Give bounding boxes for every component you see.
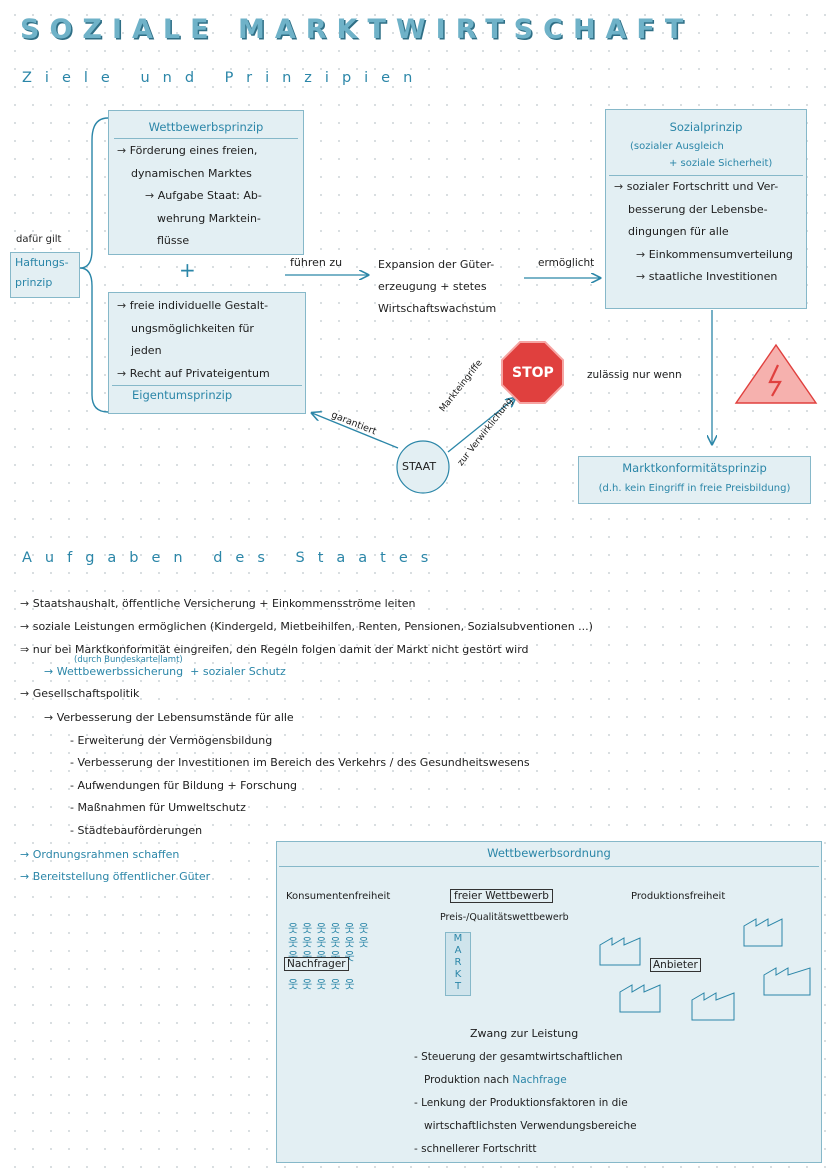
expansion-text: Expansion der Güter- erzeugung + stetes … [378,254,496,320]
gesellschaftspolitik: Gesellschaftspolitik [32,687,140,700]
bereitstellung-item: Bereitstellung öffentlicher Güter [32,870,211,883]
wo-point: Produktion nach [424,1074,510,1086]
haftung-line: prinzip [15,276,53,289]
ermoeglicht-label: ermöglicht [538,257,595,269]
sozialprinzip-sub: + soziale Sicherheit) [609,152,803,176]
wo-point: Lenkung der Produktionsfaktoren in die [421,1097,628,1109]
wettbewerbssicherung: Wettbewerbssicherung [56,665,184,678]
nachfrager-label: Nachfrager [284,957,349,971]
sozialer-schutz: + sozialer Schutz [190,665,286,678]
stop-label: STOP [512,365,554,381]
wettbewerbsprinzip-box: Wettbewerbsprinzip → Förderung eines fre… [108,110,304,255]
aufgabe-item: Staatshaushalt, öffentliche Versicherung… [32,597,416,610]
wettbewerbsprinzip-title: Wettbewerbsprinzip [114,111,298,139]
expansion-line: Wirtschaftswachstum [378,302,497,315]
fuehren-zu-label: führen zu [290,256,343,269]
freier-wettbewerb-label: freier Wettbewerb [450,889,553,903]
zwang-label: Zwang zur Leistung [470,1027,579,1040]
wettbewerb-line: flüsse [157,234,190,247]
sub-item: Erweiterung der Vermögensbildung [77,734,273,747]
sozial-line: sozialer Fortschritt und Ver- [626,180,779,193]
preis-qualitaet-label: Preis-/Qualitätswettbewerb [440,912,569,923]
dafuer-gilt-label: dafür gilt [16,234,62,245]
sub-item: Maßnahmen für Umweltschutz [77,801,246,814]
wo-point: Steuerung der gesamtwirtschaftlichen [421,1051,623,1063]
sub-item: Städtebauförderungen [77,824,203,837]
marktkonformitaet-sub: (d.h. kein Eingriff in freie Preisbildun… [598,483,791,494]
section-title-aufgaben: Aufgaben des Staates [22,550,442,566]
eigentum-line: freie individuelle Gestalt- [129,299,269,312]
expansion-line: erzeugung + stetes [378,280,487,293]
zulaessig-label: zulässig nur wenn [587,369,682,381]
haftungsprinzip-box: Haftungs- prinzip [10,252,80,298]
ordnungsrahmen-item: Ordnungsrahmen schaffen [32,848,180,861]
sozialprinzip-title: Sozialprinzip [669,120,743,134]
wettbewerb-line: Aufgabe Staat: Ab- [157,189,262,202]
produktionsfreiheit-label: Produktionsfreiheit [631,891,726,902]
sozial-line: Einkommensumverteilung [648,247,793,261]
anbieter-label: Anbieter [650,958,701,972]
sozialprinzip-box: Sozialprinzip (sozialer Ausgleich + sozi… [605,109,807,309]
plus-sign: + [179,258,196,282]
sozialprinzip-sub: (sozialer Ausgleich [630,141,724,152]
stop-sign-icon [501,341,564,404]
wettbewerb-line: dynamischen Marktes [131,166,252,180]
aufgabe-item: nur bei Marktkonformität eingreifen, den… [32,643,529,656]
konsumentenfreiheit-label: Konsumentenfreiheit [286,891,391,902]
wettbewerbsordnung-title: Wettbewerbsordnung [279,842,819,867]
sub-item: Verbesserung der Investitionen im Bereic… [77,756,530,769]
warning-triangle-icon [734,343,818,404]
sozial-line: besserung der Lebensbe- [628,202,768,216]
marktkonformitaet-box: Marktkonformitätsprinzip (d.h. kein Eing… [578,456,811,504]
verbesserung-item: Verbesserung der Lebensumstände für alle [56,711,294,724]
nachfrage-word: Nachfrage [512,1074,567,1086]
expansion-line: Expansion der Güter- [378,258,495,271]
markt-letter: A [454,945,462,956]
staat-label: STAAT [402,460,437,473]
markt-letter: K [454,969,462,980]
section-title-ziele: Ziele und Prinzipien [22,70,426,86]
sozial-line: dingungen für alle [628,225,729,238]
marktkonformitaet-title: Marktkonformitätsprinzip [622,461,767,475]
markt-letter: T [454,981,462,992]
bundeskartellamt-note: (durch Bundeskartellamt) [74,655,183,665]
wettbewerb-line: Förderung eines freien, [129,144,258,157]
wettbewerb-line: wehrung Marktein- [157,211,261,225]
sozial-line: staatliche Investitionen [648,270,778,283]
markt-letter: R [454,957,462,968]
eigentum-line: jeden [131,344,162,357]
page-title: SOZIALE MARKTWIRTSCHAFT [20,14,694,45]
eigentum-line: Recht auf Privateigentum [129,366,270,380]
aufgabe-item: soziale Leistungen ermöglichen (Kinderge… [32,620,593,633]
sub-item: Aufwendungen für Bildung + Forschung [77,779,298,792]
wo-point: schnellerer Fortschritt [421,1143,537,1155]
eigentumsprinzip-box: → freie individuelle Gestalt- ungsmöglic… [108,292,306,414]
markt-letter: M [453,933,463,944]
eigentum-line: ungsmöglichkeiten für [131,321,254,335]
haftung-line: Haftungs- [15,256,69,269]
markt-box: M A R K T [445,932,471,996]
eigentumsprinzip-title: Eigentumsprinzip [112,385,302,402]
wo-point: wirtschaftlichsten Verwendungsbereiche [424,1120,637,1132]
